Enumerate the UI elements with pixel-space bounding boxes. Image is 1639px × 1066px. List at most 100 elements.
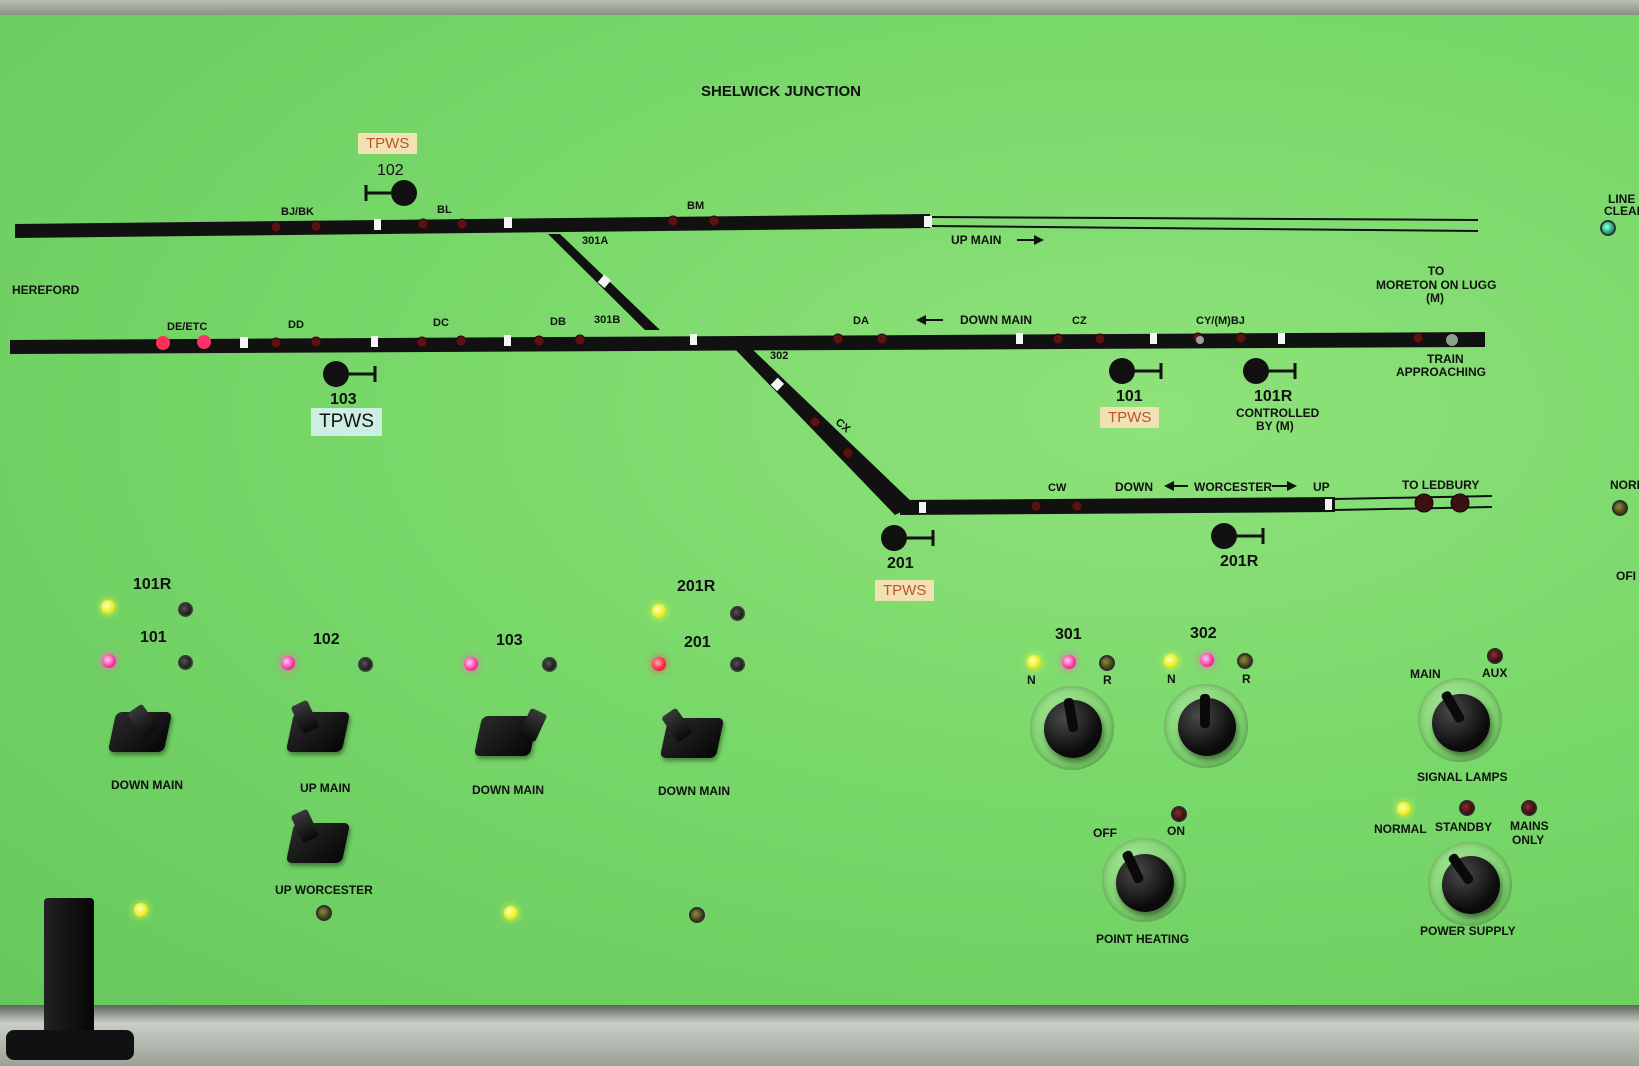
panel-handle-base — [6, 1030, 134, 1060]
normal-edge-label: NORI — [1610, 478, 1639, 492]
track-section-break — [597, 274, 612, 289]
off-edge-label: OFI — [1616, 569, 1636, 583]
section-label: DE/ETC — [167, 321, 207, 333]
track-circuit-lamp — [1071, 500, 1083, 512]
indicator-101r-lamp-off — [178, 602, 193, 617]
track-section-break — [770, 377, 785, 392]
signal-lamps-knob[interactable] — [1418, 678, 1502, 762]
track-section-break — [240, 337, 248, 348]
indicator-101-lamp-off — [178, 655, 193, 670]
track-section-break — [504, 335, 511, 346]
point-heating-label: POINT HEATING — [1096, 932, 1190, 946]
track-circuit-lamp — [667, 215, 679, 227]
indicator-101r-label: 101R — [133, 576, 172, 593]
status-lamp — [689, 907, 705, 923]
track-section-break — [924, 216, 932, 227]
switch-lever[interactable] — [518, 707, 548, 743]
switch-base — [285, 823, 351, 863]
track-circuit-lamp — [832, 333, 844, 345]
signal-201-label: 201 — [887, 555, 914, 572]
points-301-reverse-lamp — [1099, 655, 1115, 671]
signal-lamps-main-label: MAIN — [1410, 667, 1441, 681]
point-heating-off-label: OFF — [1093, 826, 1117, 840]
to-moreton-label: MORETON ON LUGG — [1376, 278, 1497, 292]
track-circuit-lamp — [1030, 500, 1042, 512]
panel-frame-top — [0, 0, 1639, 18]
power-supply-label: POWER SUPPLY — [1420, 924, 1516, 938]
switch-102-label: UP MAIN — [300, 781, 351, 795]
train-approaching-label: APPROACHING — [1396, 365, 1487, 379]
points-301-lamp — [1062, 655, 1076, 669]
signal-lamps-aux-label: AUX — [1482, 666, 1508, 680]
point-heating-knob[interactable] — [1102, 838, 1186, 922]
worcester-track — [900, 497, 1335, 515]
indicator-103-label: 103 — [496, 632, 523, 649]
track-circuit-lamp — [1052, 333, 1064, 345]
section-label: CW — [1048, 482, 1067, 494]
knob-cap — [1432, 694, 1490, 752]
points-301-r-label: R — [1103, 673, 1112, 687]
point-heating-on-lamp — [1171, 806, 1187, 822]
track-circuit-lamp — [876, 333, 888, 345]
power-normal-label: NORMAL — [1374, 822, 1427, 836]
train-approaching-label: TRAIN — [1427, 352, 1464, 366]
signal-101r-symbol — [1243, 358, 1297, 384]
indicator-103-lamp-off — [542, 657, 557, 672]
power-supply-knob[interactable] — [1428, 842, 1512, 926]
track-circuit-lamp — [270, 337, 282, 349]
indicator-101r-lamp-clear — [101, 600, 115, 614]
arrow-right-icon — [1272, 481, 1297, 491]
signal-101-switch[interactable] — [107, 702, 182, 762]
signal-201-symbol — [881, 525, 935, 551]
panel-frame-bottom — [0, 1005, 1639, 1066]
indicator-201r-lamp-clear — [652, 604, 666, 618]
signal-201-switch[interactable] — [659, 707, 734, 768]
signal-102-symbol — [364, 180, 417, 206]
section-label: BJ/BK — [281, 206, 314, 218]
status-lamp — [316, 905, 332, 921]
signal-101r-note: BY (M) — [1256, 419, 1294, 433]
to-moreton-label: (M) — [1426, 291, 1444, 305]
track-circuit-lamp — [310, 336, 322, 348]
points-302-knob[interactable] — [1164, 684, 1248, 768]
line-clear-label: CLEAR — [1604, 204, 1639, 218]
panel-handle[interactable] — [44, 898, 94, 1048]
track-circuit-lamp — [456, 218, 468, 230]
track-section-break — [1278, 333, 1285, 344]
to-ledbury-lamp — [1450, 493, 1470, 513]
indicator-102-label: 102 — [313, 631, 340, 648]
signal-102-switch[interactable] — [285, 699, 360, 762]
track-circuit-lamp — [455, 335, 467, 347]
track-circuit-lamp — [708, 215, 720, 227]
power-standby-lamp — [1459, 800, 1475, 816]
points-301-knob[interactable] — [1030, 686, 1114, 770]
points-302-normal-lamp — [1164, 654, 1178, 668]
indicator-201-lamp-on — [652, 657, 666, 671]
power-standby-label: STANDBY — [1435, 820, 1493, 834]
points-302-lamp — [1200, 653, 1214, 667]
status-lamp — [504, 906, 518, 920]
normal-edge-lamp — [1612, 500, 1628, 516]
section-label: DC — [433, 317, 449, 329]
knob-cap — [1442, 856, 1500, 914]
worcester-down-label: DOWN — [1115, 480, 1153, 494]
signal-103-label: 103 — [330, 391, 357, 408]
power-mains-only-label: ONLY — [1512, 833, 1545, 847]
signal-103-switch[interactable] — [473, 706, 548, 766]
indicator-101-lamp-on — [102, 654, 116, 668]
to-moreton-label: TO — [1427, 264, 1445, 278]
track-circuit-lamp-lit — [156, 336, 170, 350]
indicator-101-label: 101 — [140, 629, 167, 646]
status-lamp — [134, 903, 148, 917]
line-clear-lamp — [1600, 220, 1616, 236]
section-label: DD — [288, 319, 304, 331]
indicator-201r-label: 201R — [677, 578, 716, 595]
arrow-left-icon — [916, 315, 943, 325]
up-worcester-switch[interactable] — [285, 808, 360, 873]
signal-201r-symbol — [1211, 523, 1265, 549]
indicator-103-lamp-on — [464, 657, 478, 671]
down-main-label: DOWN MAIN — [960, 313, 1032, 327]
points-302-n-label: N — [1167, 672, 1176, 686]
tpws-tag-101: TPWS — [1100, 407, 1160, 428]
signal-102-label: 102 — [377, 162, 404, 179]
